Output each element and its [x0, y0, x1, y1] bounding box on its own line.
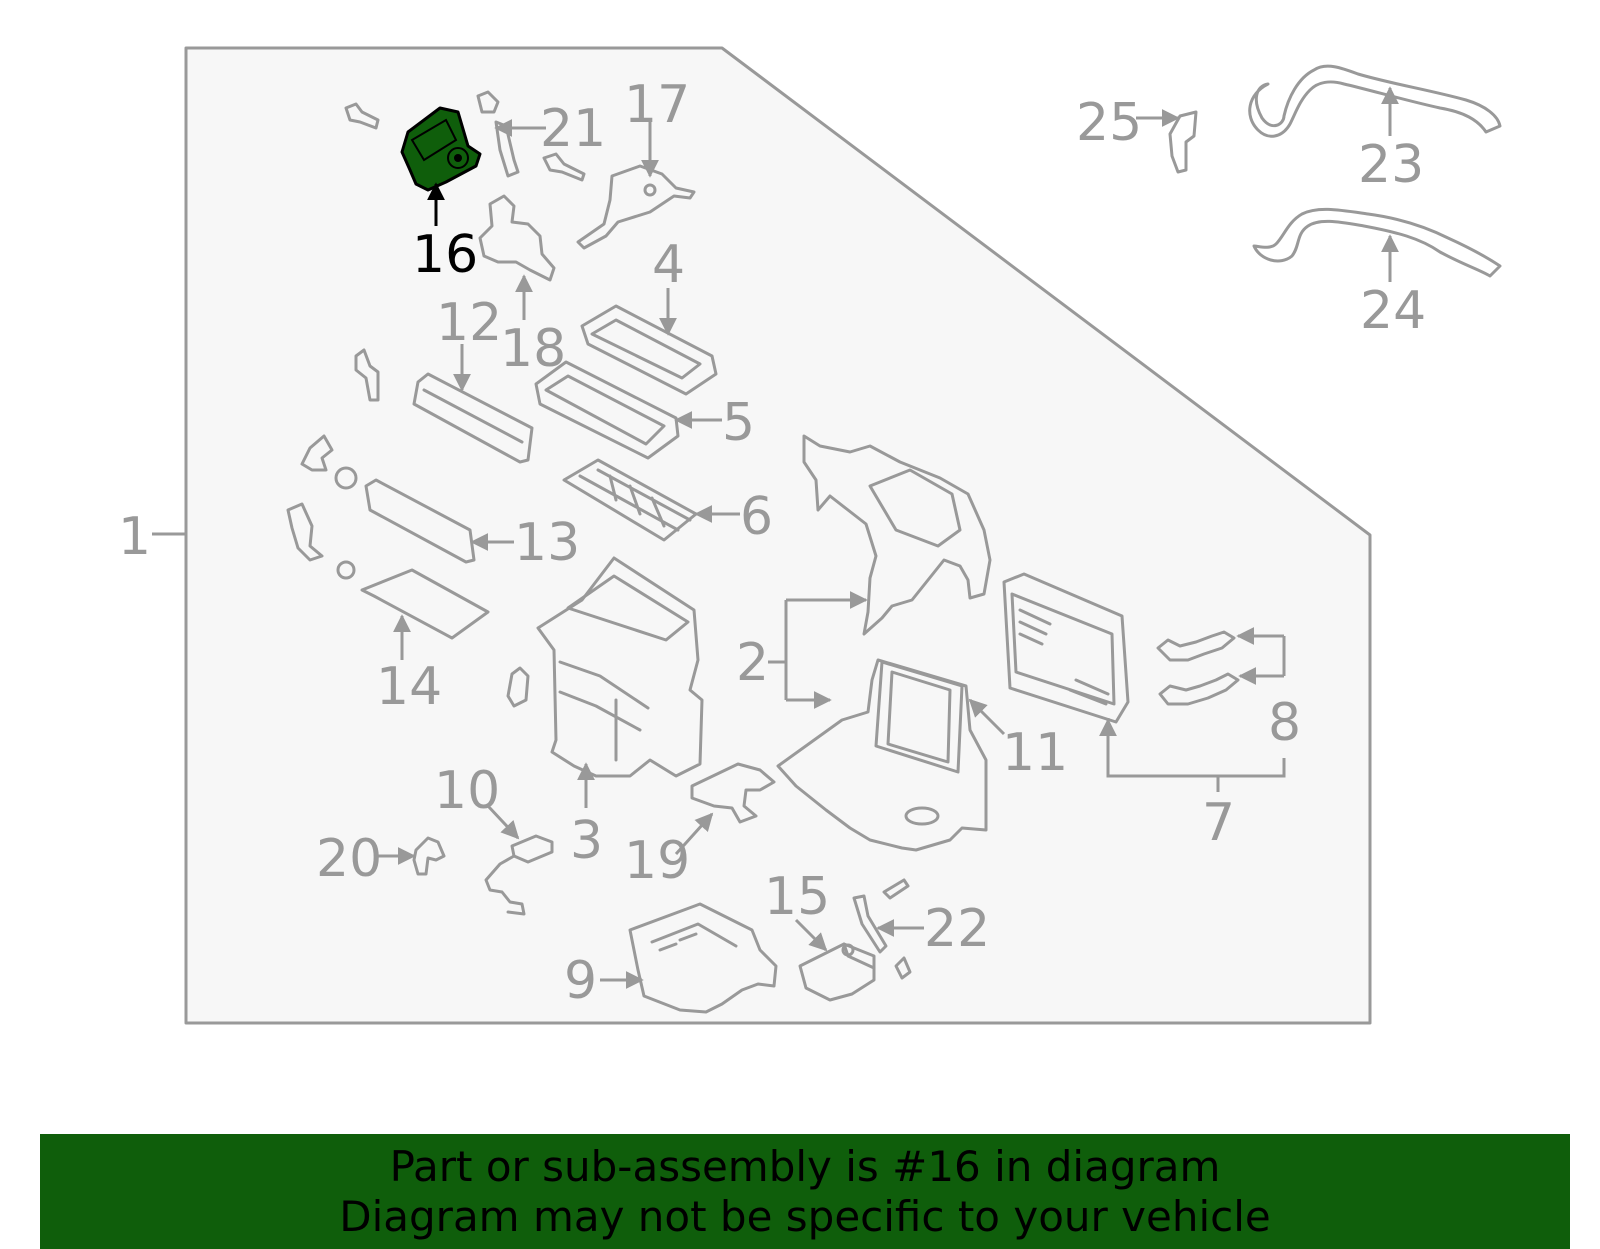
callout-13: 13 — [514, 513, 580, 573]
part-18-bracket — [478, 194, 556, 282]
callout-3: 3 — [570, 811, 603, 871]
callout-25: 25 — [1076, 93, 1142, 153]
part-screw-mid — [542, 152, 586, 182]
callout-19: 19 — [624, 831, 690, 891]
part-lever-12 — [354, 348, 380, 402]
part-23-hose — [1248, 64, 1502, 138]
leader-lines — [152, 86, 1399, 989]
callout-14: 14 — [376, 657, 442, 717]
info-banner: Part or sub-assembly is #16 in diagram D… — [40, 1134, 1570, 1249]
callout-23: 23 — [1358, 135, 1424, 195]
callout-24: 24 — [1360, 281, 1426, 341]
part-4-frame — [580, 304, 718, 396]
callout-2: 2 — [736, 633, 769, 693]
part-25-bracket — [1168, 110, 1198, 174]
leader-15 — [794, 918, 828, 952]
part-8-pipes — [1156, 630, 1240, 706]
banner-line-part: Part or sub-assembly is #16 in diagram — [389, 1141, 1221, 1191]
part-2-upper-case — [802, 434, 992, 636]
part-2-lower-case — [776, 658, 988, 852]
callout-labels: 1 2 3 4 5 6 7 8 9 10 11 12 13 14 15 16 1… — [118, 75, 1426, 1011]
part-9-blower-case — [628, 902, 778, 1014]
part-14-door — [286, 502, 490, 640]
leader-19 — [674, 812, 714, 856]
callout-5: 5 — [722, 393, 755, 453]
callout-17: 17 — [624, 75, 690, 135]
callout-8: 8 — [1268, 693, 1301, 753]
callout-20: 20 — [316, 829, 382, 889]
callout-10: 10 — [434, 761, 500, 821]
part-16-actuator-highlighted[interactable] — [400, 106, 482, 192]
part-22-rod — [852, 878, 912, 980]
part-5-frame — [534, 360, 680, 460]
part-20-clip — [412, 836, 446, 876]
part-13-door — [300, 434, 476, 564]
callout-7: 7 — [1202, 793, 1235, 853]
part-11-heater-core — [1002, 572, 1130, 724]
part-15-module — [798, 942, 876, 1002]
callout-12: 12 — [436, 293, 502, 353]
part-3-heater-case — [506, 556, 704, 778]
banner-line-disclaimer: Diagram may not be specific to your vehi… — [339, 1191, 1271, 1241]
callout-21: 21 — [540, 99, 606, 159]
part-screw-top-left — [344, 102, 380, 130]
callout-4: 4 — [652, 235, 685, 295]
callout-1: 1 — [118, 507, 151, 567]
callout-15: 15 — [764, 867, 830, 927]
part-17-bracket — [576, 164, 696, 250]
part-24-hose — [1252, 207, 1502, 278]
part-19-bracket — [690, 762, 776, 824]
assembly-boundary — [184, 46, 1372, 1025]
callout-11: 11 — [1002, 723, 1068, 783]
leader-11 — [968, 698, 1006, 736]
callout-22: 22 — [924, 899, 990, 959]
callout-6: 6 — [740, 487, 773, 547]
callout-9: 9 — [564, 951, 597, 1011]
leader-10 — [486, 804, 520, 840]
callout-18: 18 — [500, 319, 566, 379]
part-12-door — [412, 372, 534, 464]
callout-16: 16 — [412, 225, 478, 285]
part-10-sensor — [484, 834, 554, 916]
